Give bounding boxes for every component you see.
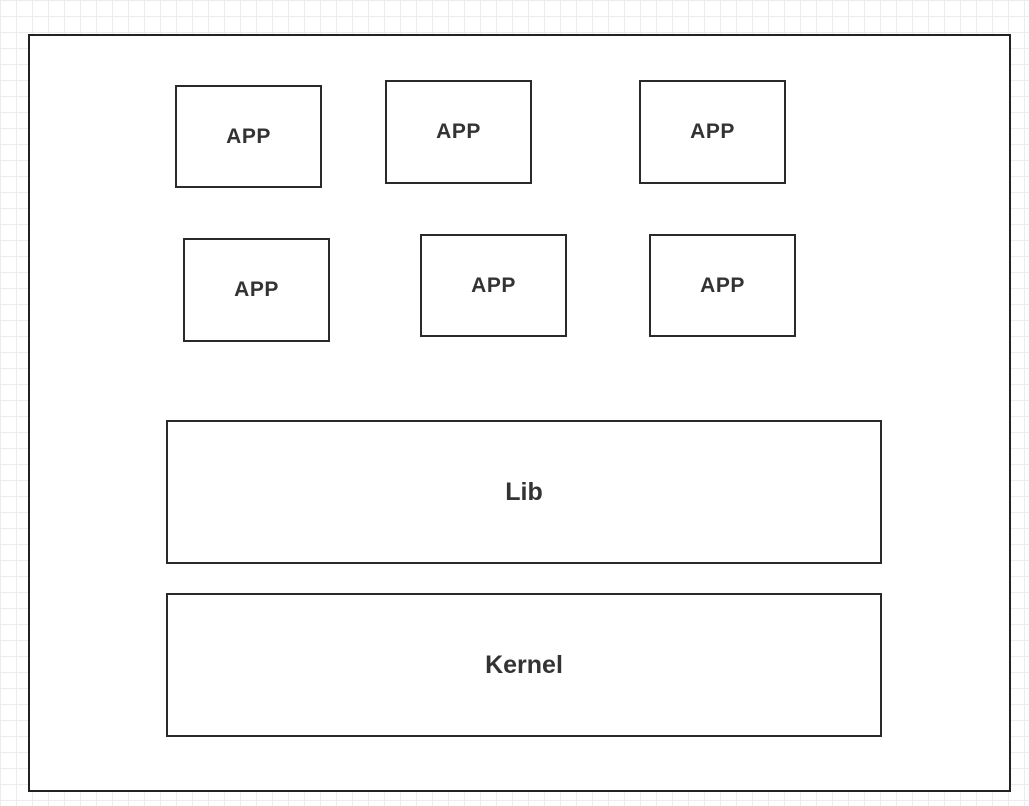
app-label: APP (700, 273, 745, 297)
app-box: APP (420, 234, 567, 337)
kernel-layer: Kernel (166, 593, 882, 737)
app-box: APP (183, 238, 330, 342)
app-box: APP (639, 80, 786, 184)
app-label: APP (471, 273, 516, 297)
lib-label: Lib (505, 477, 543, 506)
app-box: APP (175, 85, 322, 188)
app-box: APP (649, 234, 796, 337)
kernel-label: Kernel (485, 650, 563, 679)
app-label: APP (234, 278, 279, 301)
app-label: APP (436, 120, 481, 143)
app-box: APP (385, 80, 532, 184)
app-label: APP (226, 124, 271, 148)
lib-layer: Lib (166, 420, 882, 564)
app-label: APP (690, 120, 735, 143)
